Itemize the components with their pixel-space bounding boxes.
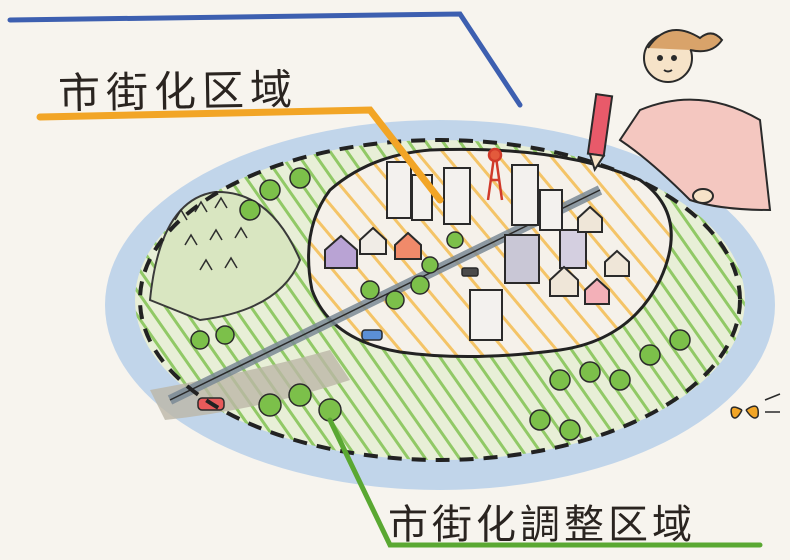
house-icon (324, 205, 630, 305)
pencil-icon (586, 93, 614, 173)
urbanization-control-area-label: 市街化調整区域 (388, 502, 696, 548)
urbanization-area-label: 市街化区域 (57, 64, 299, 119)
planning-area-boundary (138, 138, 742, 462)
building-icon (386, 161, 587, 341)
urbanization-area-marker-line (36, 106, 444, 204)
mountain-trees (174, 196, 248, 271)
outer-boundary-leader-line (7, 11, 523, 108)
butterfly-icon (730, 393, 781, 419)
tree-icon (190, 167, 691, 441)
person-icon (618, 29, 772, 212)
urbanization-control-area-marker-line (327, 417, 763, 548)
mountain-icon (148, 190, 302, 322)
tower-icon (486, 147, 504, 201)
